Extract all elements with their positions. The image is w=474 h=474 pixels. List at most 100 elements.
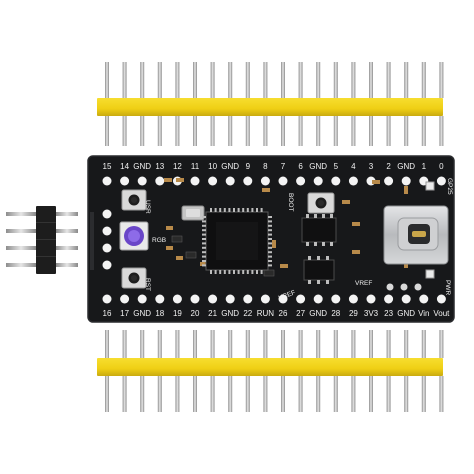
flash-chip [301, 214, 337, 246]
bottom-pin-header [97, 330, 444, 412]
header-pin [281, 376, 285, 412]
top-pin-label: 3 [369, 162, 374, 171]
header-pin [175, 62, 180, 98]
pin-hole [225, 294, 235, 304]
header-pin-lead [386, 116, 391, 146]
header-pin-lead [351, 116, 356, 146]
header-pin-lead [298, 116, 303, 146]
header-pin [245, 62, 250, 98]
header-pin-lead [157, 116, 162, 146]
bottom-pin-label: 18 [155, 309, 164, 318]
pin-hole [436, 294, 446, 304]
pin-hole [436, 176, 446, 186]
side-header-pin [56, 229, 78, 233]
pin-hole [384, 176, 394, 186]
header-pin [140, 62, 145, 98]
side-pin-holes [102, 209, 112, 270]
side-header-pin [6, 263, 36, 267]
header-pin [193, 376, 197, 412]
bottom-pin-label: 22 [243, 309, 252, 318]
header-pin [421, 62, 426, 98]
top-pin-label: GND [309, 162, 327, 171]
side-header-pin [56, 212, 78, 216]
header-pin [263, 62, 268, 98]
header-pin-lead [245, 330, 250, 358]
top-pin-label: GND [221, 162, 239, 171]
top-pin-label: 7 [281, 162, 286, 171]
header-pin [351, 62, 356, 98]
pin-hole [260, 176, 270, 186]
pin-hole [296, 176, 306, 186]
header-pin-lead [122, 330, 127, 358]
header-pin [333, 62, 338, 98]
header-pin [105, 62, 109, 98]
side-header-pin [6, 229, 36, 233]
header-pin-lead [175, 330, 180, 358]
header-pin [333, 376, 338, 412]
bottom-pin-label: Vout [433, 309, 450, 318]
bottom-pin-label: GND [133, 309, 151, 318]
pin-hole [102, 243, 112, 253]
crystal [181, 205, 205, 221]
top-pin-label: 12 [173, 162, 182, 171]
side-pin-header [6, 206, 78, 274]
top-pin-holes [102, 176, 446, 186]
header-pin [157, 376, 162, 412]
header-pin-lead [333, 330, 338, 358]
header-pin [369, 376, 373, 412]
header-pin [439, 62, 444, 98]
pin-hole [313, 294, 323, 304]
rst-button[interactable] [121, 267, 147, 289]
pin-hole [401, 294, 411, 304]
bottom-pin-label: 16 [103, 309, 112, 318]
header-pin-lead [316, 330, 321, 358]
header-pin-lead [404, 330, 409, 358]
header-pin-lead [369, 330, 373, 358]
pin-hole [331, 294, 341, 304]
header-pin [210, 62, 215, 98]
bottom-pin-label: 21 [208, 309, 217, 318]
header-pin [263, 376, 268, 412]
header-pin-lead [351, 330, 356, 358]
top-pin-label: 6 [298, 162, 303, 171]
side-header-pin [56, 263, 78, 267]
gp25-led [425, 181, 435, 191]
header-pin-lead [281, 116, 285, 146]
pin-hole [384, 294, 394, 304]
header-pin-lead [298, 330, 303, 358]
header-pin [386, 376, 391, 412]
bottom-pin-label: GND [309, 309, 327, 318]
top-pin-label: 11 [191, 162, 200, 171]
bottom-header-plastic [97, 358, 443, 376]
pin-hole [278, 294, 288, 304]
header-pin-lead [333, 116, 338, 146]
header-pin-lead [157, 330, 162, 358]
header-pin-lead [105, 330, 109, 358]
header-pin-lead [210, 330, 215, 358]
top-header-plastic [97, 98, 443, 116]
side-header-pin [6, 212, 36, 216]
top-pin-label: 9 [246, 162, 251, 171]
header-pin-lead [263, 330, 268, 358]
top-pin-label: 15 [103, 162, 112, 171]
pin-hole [243, 294, 253, 304]
header-pin-lead [140, 116, 145, 146]
usr-button[interactable] [121, 189, 147, 211]
pin-hole [155, 176, 165, 186]
pin-hole [172, 294, 182, 304]
header-pin-lead [316, 116, 321, 146]
pin-hole [331, 176, 341, 186]
pin-hole [102, 294, 112, 304]
pin-hole [313, 176, 323, 186]
rst-label: RST [144, 278, 151, 291]
bottom-pin-label: 28 [331, 309, 340, 318]
header-pin [351, 376, 356, 412]
boot-button[interactable] [307, 192, 335, 214]
header-pin [421, 376, 426, 412]
header-pin [298, 376, 303, 412]
pin-hole [102, 209, 112, 219]
top-pin-label: GND [397, 162, 415, 171]
header-pin-lead [245, 116, 250, 146]
bottom-pin-label: 23 [384, 309, 393, 318]
gp25-label: GP25 [446, 178, 453, 195]
